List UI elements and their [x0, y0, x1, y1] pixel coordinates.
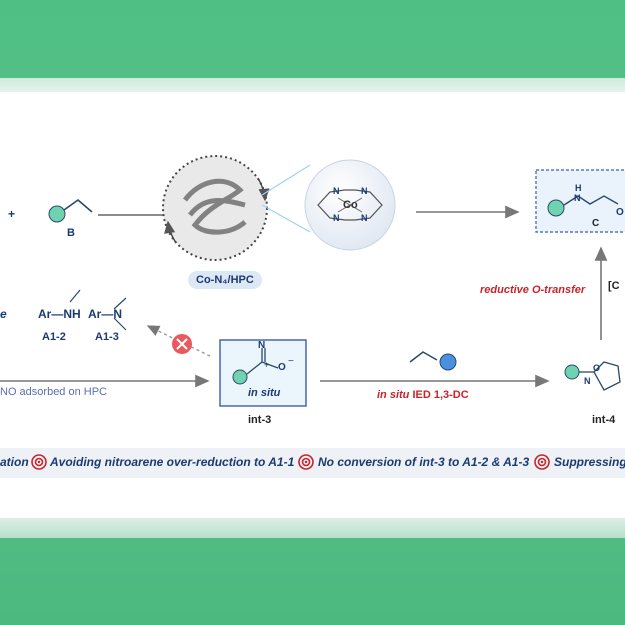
catalyst-label: Co-N₄/HPC: [188, 271, 262, 289]
cobalt-atom: Co: [343, 199, 358, 211]
product-o: O: [616, 207, 624, 218]
nitrogen-4: N: [361, 213, 368, 223]
teal-ball-b: [48, 205, 66, 223]
bracket-c: [C: [608, 280, 620, 292]
int3-o-minus: −: [288, 356, 294, 367]
beam-lines: [261, 164, 311, 233]
top-band: [0, 78, 625, 94]
int3-label: int-3: [248, 414, 272, 426]
int3-n: N: [258, 340, 266, 351]
product-h: H: [575, 183, 582, 193]
in-situ-label: in situ: [248, 387, 281, 399]
footer-item-2: No conversion of int-3 to A1-2 & A1-3: [318, 455, 530, 469]
teal-ball-int3: [232, 369, 248, 385]
footer-item-1: Avoiding nitroarene over-reduction to A1…: [50, 455, 295, 469]
label-a1-3: A1-3: [95, 331, 119, 343]
alkene-reagent: [409, 351, 438, 363]
blocked-x-mark: [176, 338, 188, 350]
product-box: [535, 169, 625, 233]
plus-sign: +: [8, 207, 16, 221]
porphyrin-bonds: [337, 197, 363, 213]
ied-label: in situ IED 1,3-DC: [377, 389, 469, 401]
a1-2-line: [69, 289, 81, 303]
target-icon: [298, 454, 314, 470]
a1-3-lines: [113, 297, 127, 331]
int4-label: int-4: [592, 414, 616, 426]
ied-rest: IED 1,3-DC: [409, 389, 469, 401]
teal-ball-product: [547, 199, 565, 217]
int3-n-plus: +: [264, 360, 270, 370]
target-icon: [31, 454, 47, 470]
footer-item-3: Suppressing: [554, 455, 625, 469]
target-icon: [534, 454, 550, 470]
isoxazolidine-ring: [593, 361, 621, 391]
product-n: N: [574, 193, 581, 203]
product-c: C: [592, 218, 600, 229]
product-chain: [563, 195, 619, 206]
ied-in-situ: in situ: [377, 389, 410, 401]
scheme-panel: [0, 92, 625, 518]
nitrogen-1: N: [333, 186, 340, 196]
footer-item-0: ation: [0, 455, 29, 469]
alkene-b: [63, 198, 93, 213]
label-b: B: [67, 227, 75, 239]
int3-bonds: [246, 348, 279, 375]
int4-o: O: [593, 363, 601, 373]
adsorbed-label: NO adsorbed on HPC: [0, 386, 107, 398]
fragment-e: e: [0, 307, 7, 321]
nitrogen-3: N: [333, 213, 340, 223]
blue-ball-reagent: [439, 353, 457, 371]
nitrogen-2: N: [361, 186, 368, 196]
catalyst-arrow-bottom: [164, 220, 177, 244]
ar-nh: Ar—NH: [38, 307, 81, 321]
catalyst-texture: [183, 178, 247, 235]
reductive-label: reductive O-transfer: [480, 284, 586, 296]
int3-o: O: [278, 362, 286, 373]
label-a1-2: A1-2: [42, 331, 66, 343]
ar-n: Ar—N: [88, 307, 123, 321]
teal-ball-int4: [564, 364, 580, 380]
int4-n: N: [584, 376, 591, 386]
porphyrin-ring: [317, 189, 383, 221]
catalyst-arrow-top: [257, 177, 270, 202]
